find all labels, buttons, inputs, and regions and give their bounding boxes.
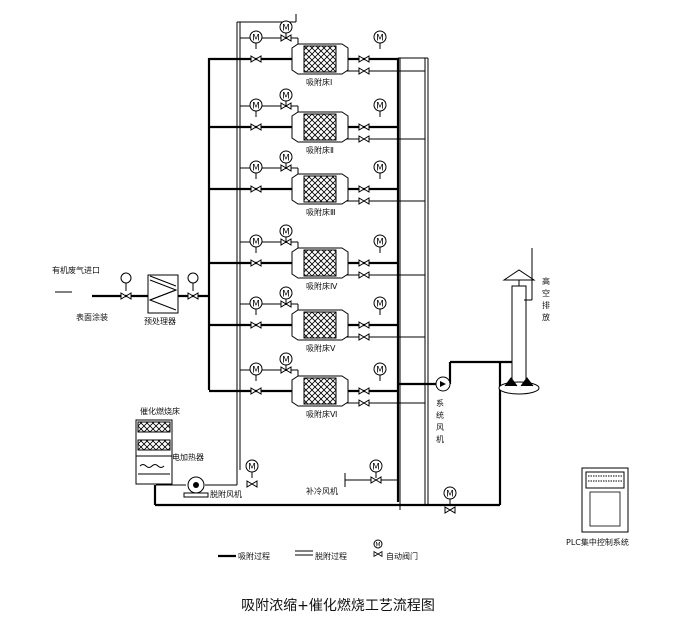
bed-label: 吸附床Ⅲ <box>306 207 336 217</box>
pretreater <box>147 274 179 314</box>
legend-adsorption: 吸附过程 <box>238 551 270 561</box>
motor-icon <box>249 296 263 316</box>
adsorption-bed-5: 吸附床Ⅴ <box>209 286 425 353</box>
bed-label: 吸附床Ⅵ <box>306 409 337 419</box>
heater-label: 电加热器 <box>172 452 204 462</box>
return-valve <box>444 506 456 514</box>
valve-icon <box>250 259 262 267</box>
desorption-valve <box>246 480 258 488</box>
inlet-section: 有机废气进口 表面涂装 预处理器 <box>52 265 199 326</box>
valve-icon <box>358 399 370 407</box>
inlet-valve <box>120 292 132 300</box>
motor-icon <box>373 98 387 118</box>
bed-label: 吸附床Ⅴ <box>306 343 336 353</box>
valve-icon <box>358 321 370 329</box>
motor-icon <box>249 30 263 50</box>
valve-icon <box>358 333 370 341</box>
plc-label: PLC集中控制系统 <box>566 537 629 547</box>
motor-icon <box>373 30 387 50</box>
exhaust-stack: 高 空 排 放 <box>498 248 553 395</box>
legend-desorption: 脱附过程 <box>315 551 347 561</box>
legend-auto-valve: 自动阀门 <box>386 551 418 561</box>
valve-icon <box>358 123 370 131</box>
valve-icon <box>250 123 262 131</box>
inlet-label: 有机废气进口 <box>52 265 100 275</box>
cooling-fan: 补冷风机 <box>306 459 383 496</box>
system-fan: 系 统 风 机 <box>435 376 451 444</box>
valve-icon <box>250 185 262 193</box>
valve-icon <box>358 387 370 395</box>
catalytic-combustion-bed: 催化燃烧床 电加热器 <box>135 406 204 485</box>
desorption-fan: 脱附风机 <box>183 476 242 499</box>
adsorption-bed-2: 吸附床Ⅱ <box>209 88 425 155</box>
motor-icon <box>373 234 387 254</box>
adsorption-bed-3: 吸附床Ⅲ <box>209 150 425 217</box>
motor-icon <box>249 362 263 382</box>
valve-icon <box>250 55 262 63</box>
adsorption-bed-4: 吸附床Ⅳ <box>209 224 425 291</box>
legend: 吸附过程 脱附过程 M 自动阀门 <box>218 539 418 561</box>
catalytic-bed-label: 催化燃烧床 <box>140 406 180 416</box>
system-fan-label: 系 统 风 机 <box>436 398 447 444</box>
motor-icon <box>249 98 263 118</box>
cooling-fan-label: 补冷风机 <box>306 486 338 496</box>
valve-icon <box>358 55 370 63</box>
motor-icon <box>249 234 263 254</box>
motor-icon <box>249 160 263 180</box>
valve-icon <box>358 271 370 279</box>
bed-label: 吸附床Ⅱ <box>306 145 334 155</box>
valve-icon <box>358 197 370 205</box>
legend-valve-icon <box>373 551 383 557</box>
pretreat-label: 预处理器 <box>144 316 176 326</box>
valve-icon <box>250 387 262 395</box>
motor-icon <box>373 160 387 180</box>
return-valve-motor <box>443 486 457 506</box>
valve-icon <box>358 67 370 75</box>
motor-icon <box>373 362 387 382</box>
valve-icon <box>358 259 370 267</box>
svg-text:M: M <box>375 542 380 549</box>
adsorption-bed-6: 吸附床Ⅵ <box>209 352 425 419</box>
desorption-valve-motor <box>245 459 259 479</box>
stack-label: 高 空 排 放 <box>542 276 553 322</box>
pipe-network <box>92 14 517 510</box>
valve-icon <box>358 185 370 193</box>
valve-icon <box>358 135 370 143</box>
bed-label: 吸附床Ⅳ <box>306 281 338 291</box>
adsorption-beds: 吸附床Ⅰ 吸附床Ⅱ 吸附床Ⅲ 吸附床Ⅳ 吸附床Ⅴ 吸附床Ⅵ <box>209 20 425 419</box>
diagram-caption: 吸附浓缩+催化燃烧工艺流程图 <box>241 597 435 614</box>
prefilter-label: 表面涂装 <box>76 312 108 322</box>
pretreat-valve <box>187 292 199 300</box>
desorption-fan-label: 脱附风机 <box>210 489 242 499</box>
adsorption-bed-1: 吸附床Ⅰ <box>209 20 425 87</box>
plc-cabinet: PLC集中控制系统 <box>566 467 629 547</box>
motor-icon <box>373 296 387 316</box>
bed-label: 吸附床Ⅰ <box>306 77 332 87</box>
valve-icon <box>250 321 262 329</box>
